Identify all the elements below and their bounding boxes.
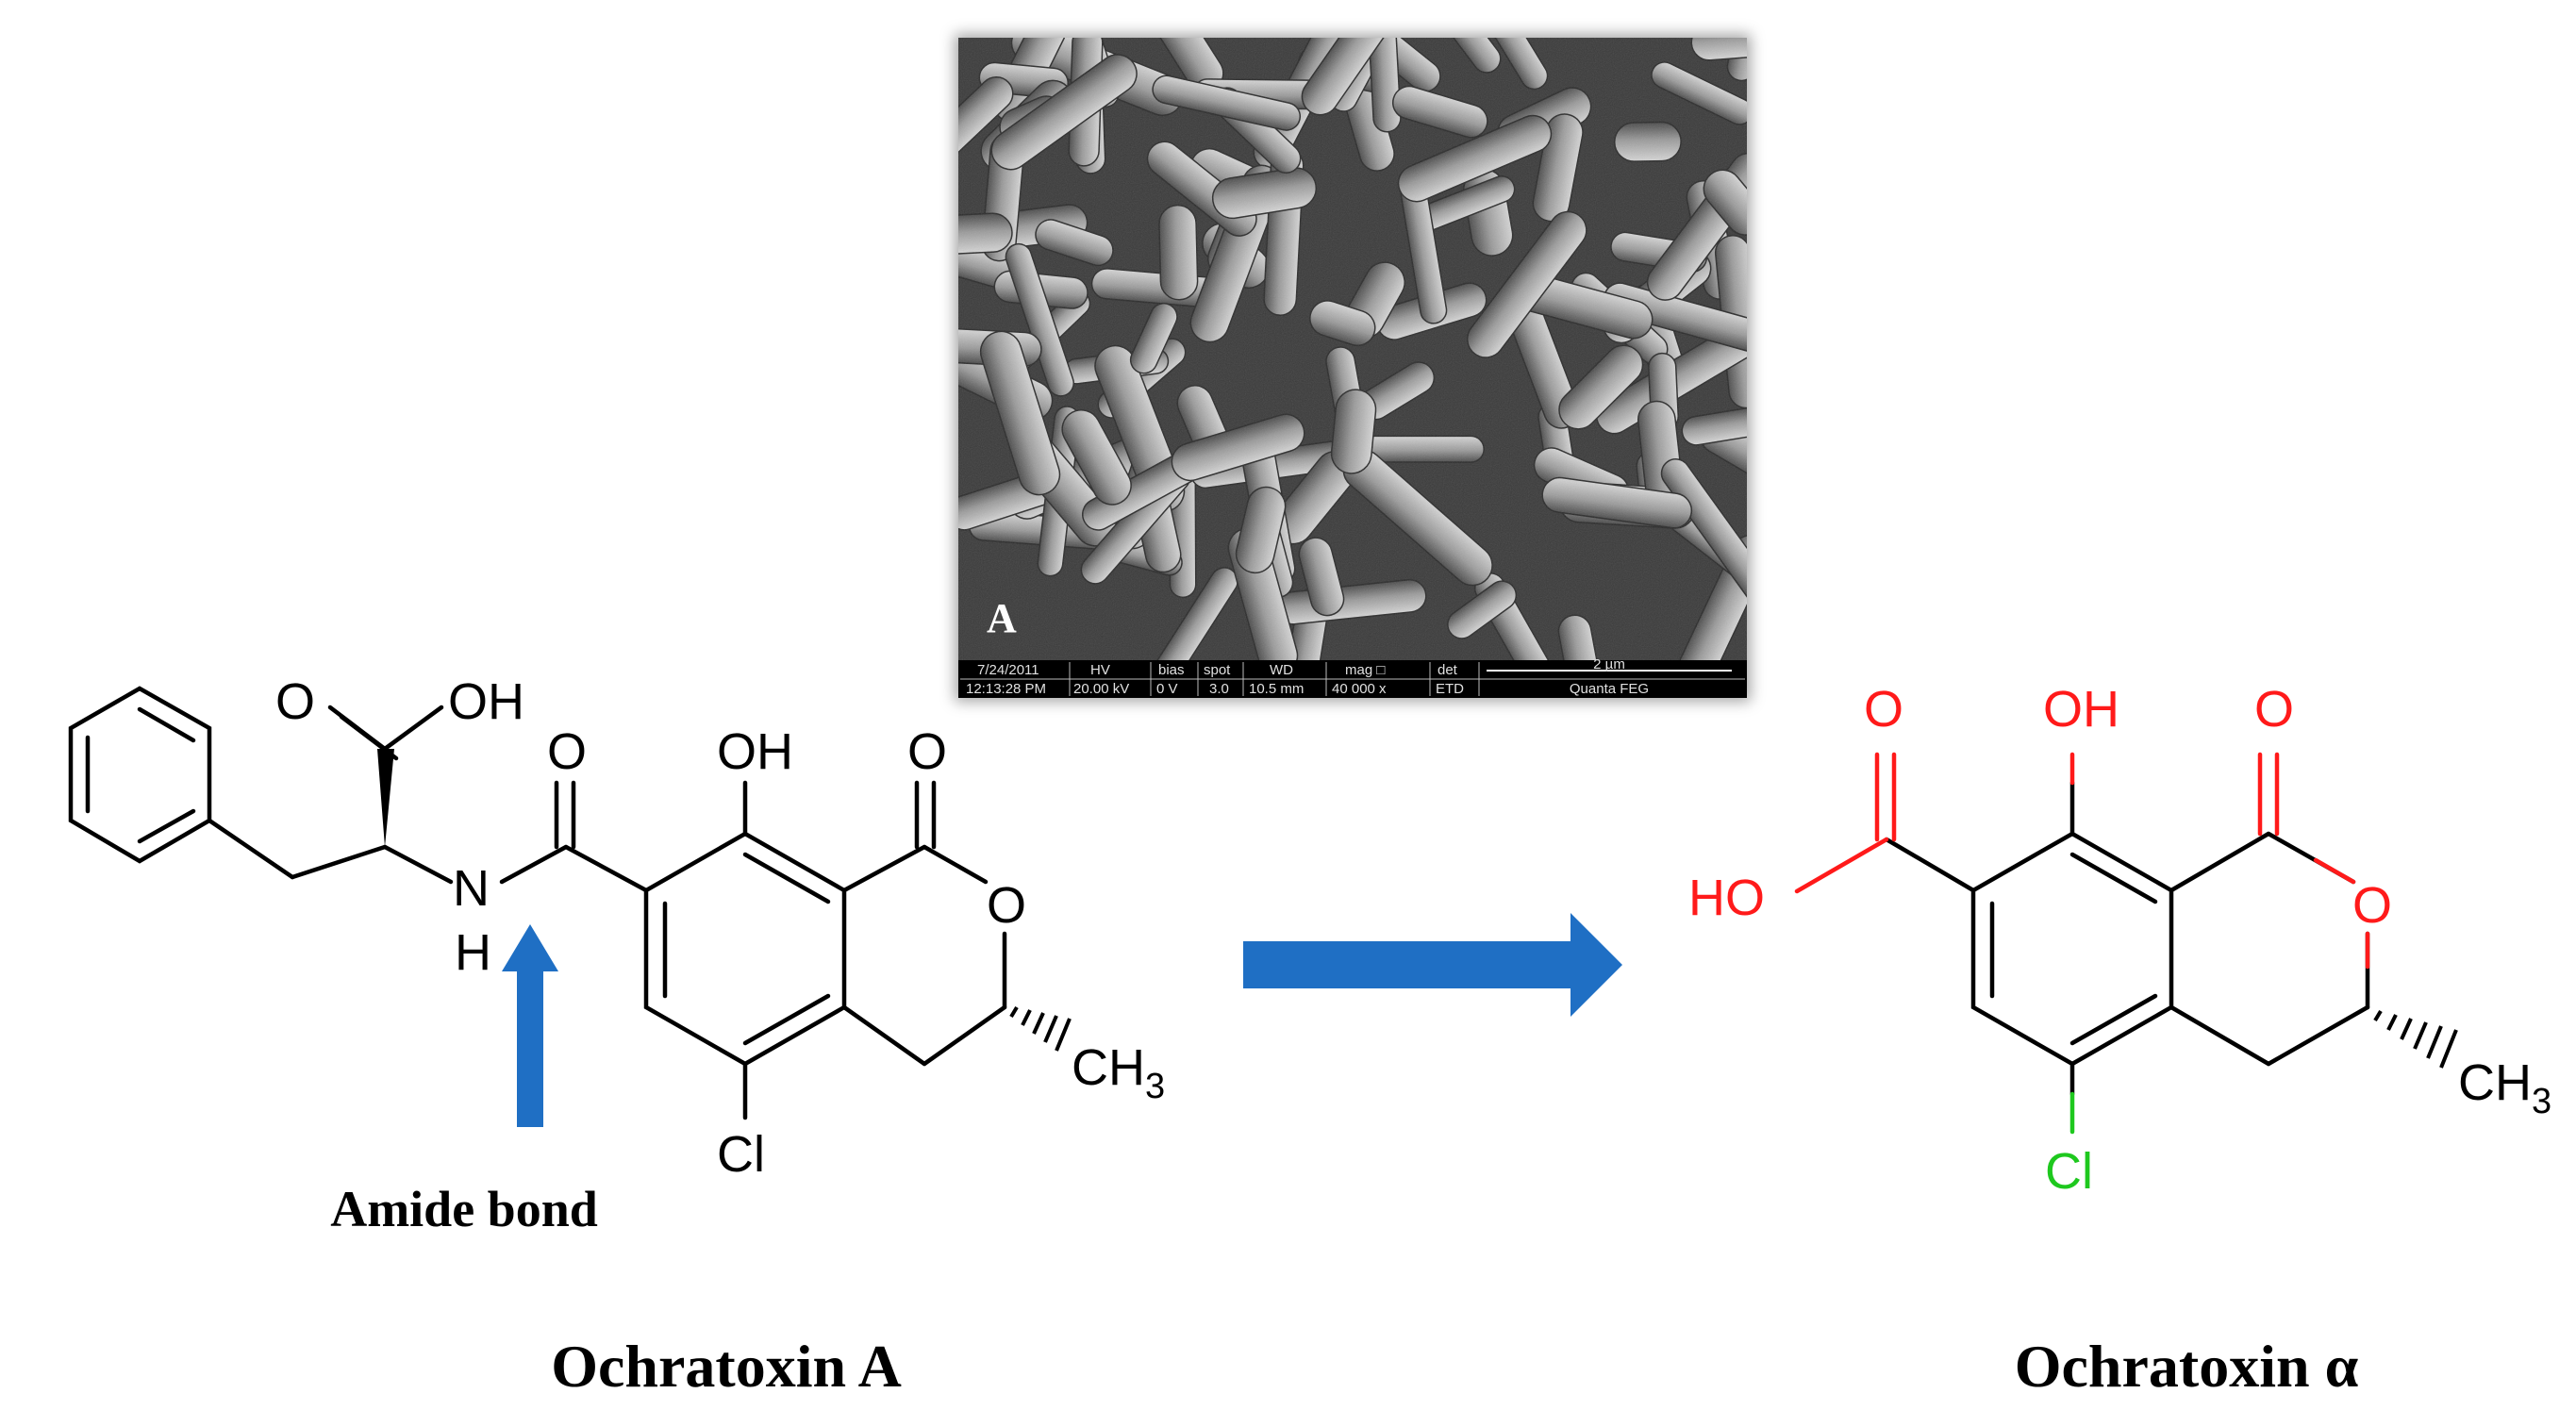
hashed-bond-a (1009, 1005, 1072, 1052)
alpha-phenol-oh: OH (2043, 681, 2119, 738)
aromatic-ring (643, 831, 847, 1067)
oa-phenol-oh: OH (717, 723, 793, 780)
sem-bias-label: bias (1158, 662, 1185, 678)
panel-letter: A (987, 595, 1017, 641)
alpha-oxygen-bonds (1794, 752, 2370, 970)
phenyl-ring (68, 686, 212, 864)
alpha-acid-o: O (1864, 681, 1903, 738)
sem-time: 12:13:28 PM (966, 681, 1046, 697)
alpha-methyl: CH3 (2458, 1054, 2551, 1121)
hashed-bond-alpha (2373, 1009, 2458, 1069)
sem-hv-value: 20.00 kV (1073, 681, 1129, 697)
oa-chlorine: Cl (717, 1126, 765, 1183)
oa-amide-n: N (453, 860, 490, 917)
oa-acid-o: O (275, 673, 315, 730)
alpha-lactone-o: O (2254, 681, 2294, 738)
alpha-ring-o: O (2352, 877, 2392, 934)
sem-mag-label: mag □ (1345, 662, 1385, 678)
sem-mag-value: 40 000 x (1332, 681, 1387, 697)
sem-instrument: Quanta FEG (1570, 681, 1649, 697)
oa-methyl: CH3 (1072, 1039, 1165, 1106)
ochratoxin-a-structure (68, 686, 1007, 1120)
sem-scale-label: 2 µm (1593, 656, 1625, 672)
oa-amide-h: H (455, 924, 491, 981)
sem-spot-label: spot (1204, 662, 1231, 678)
amide-bond-label: Amide bond (330, 1181, 598, 1237)
amide-bond-arrow (502, 924, 558, 1127)
ochratoxin-alpha-structure (1884, 780, 2370, 1067)
sem-wd-value: 10.5 mm (1249, 681, 1304, 697)
sem-hv-label: HV (1090, 662, 1110, 678)
ochratoxin-alpha-name: Ochratoxin α (2015, 1333, 2359, 1400)
reaction-arrow (1243, 913, 1622, 1017)
sem-date: 7/24/2011 (977, 662, 1039, 678)
sem-micrograph: A 7/24/2011 12:13:28 PM HV 20.00 kV bias… (896, 0, 1780, 701)
alpha-acid-ho: HO (1688, 870, 1765, 926)
oa-amide-o: O (547, 723, 587, 780)
sem-wd-label: WD (1270, 662, 1293, 678)
sem-det-label: det (1438, 662, 1458, 678)
sem-spot-value: 3.0 (1209, 681, 1229, 697)
alpha-chlorine: Cl (2045, 1143, 2093, 1200)
alpha-aromatic-ring (1970, 831, 2174, 1067)
oa-acid-oh: OH (448, 673, 524, 730)
stereo-wedge (377, 749, 394, 847)
sem-det-value: ETD (1436, 681, 1464, 697)
sem-bias-value: 0 V (1156, 681, 1178, 697)
oa-ring-o: O (987, 877, 1026, 934)
sem-micrograph-panel: A 7/24/2011 12:13:28 PM HV 20.00 kV bias… (896, 0, 1780, 701)
oa-lactone-o: O (907, 723, 947, 780)
ochratoxin-a-name: Ochratoxin A (551, 1333, 902, 1400)
